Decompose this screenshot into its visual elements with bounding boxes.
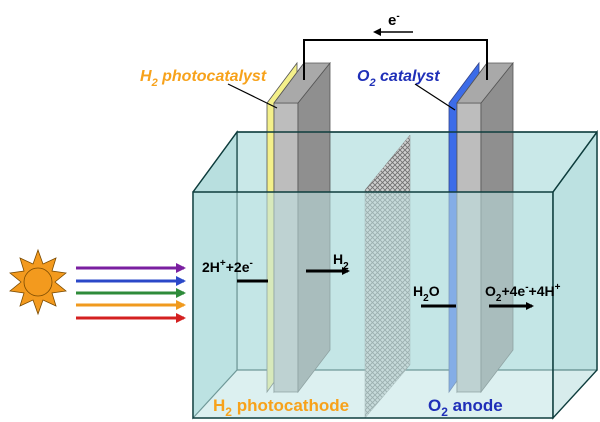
cathode-product: H2	[333, 251, 349, 272]
cathode-reactants: 2H++2e-	[202, 258, 253, 275]
anode-label: O2 anode	[428, 396, 503, 419]
external-wire	[303, 39, 488, 80]
photocathode-label: H2 photocathode	[213, 396, 349, 419]
electron-label: e-	[388, 11, 400, 29]
sun-icon	[9, 248, 67, 316]
anode-reactant: H2O	[413, 283, 440, 304]
anode-products: O2+4e-+4H+	[485, 282, 561, 304]
o2-catalyst-label: O2 catalyst	[357, 68, 440, 89]
o2-catalyst-leader	[414, 83, 456, 111]
tank-front	[192, 129, 598, 420]
h2-photocatalyst-label: H2 photocatalyst	[140, 68, 267, 89]
h2-catalyst-leader	[227, 83, 278, 109]
light-rays	[76, 263, 186, 323]
